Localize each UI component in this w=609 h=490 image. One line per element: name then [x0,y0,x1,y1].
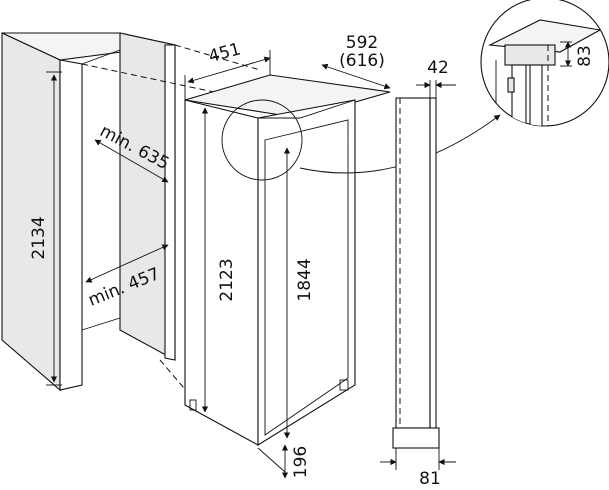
dim-door-panel-offset: 42 [416,58,456,100]
projection-line-top [81,63,229,96]
door-panel-offset-label: 42 [427,58,449,78]
appliance-depth-label: 592 [346,33,378,53]
niche-inner-top-line [81,49,121,65]
appliance-foot-left [189,399,197,411]
niche-right-front-edge [164,44,176,361]
niche-width-arrow [85,244,169,283]
door-panel-outer [395,97,437,429]
niche-left-front-edge [59,59,83,391]
dim-base-gap: 196 [257,444,311,479]
door-height-label: 1844 [295,258,315,301]
top-detail-label: 83 [575,45,595,67]
niche-cabinet [1,32,176,392]
zoom-door-edge [511,64,527,126]
appliance-front-door [257,99,356,446]
appliance-top-lip [258,99,356,119]
dim-door-bottom-offset: 81 [380,448,456,489]
appliance-depth-open-label: (616) [339,51,385,71]
appliance-body [184,74,391,446]
appliance-width-arrow [187,56,271,84]
zoom-hinge-part [507,77,515,93]
niche-inner-bottom-line [81,317,121,331]
zoom-panel-edge [529,64,543,126]
niche-depth-arrow [94,139,169,183]
projection-line-bottom [159,359,191,396]
appliance-height-label: 2123 [217,258,237,301]
dim-appliance-depth: 592 (616) [321,33,391,90]
dim-door-height: 1844 [283,147,315,439]
detail-circle [221,99,303,181]
base-gap-line [257,447,286,473]
niche-height-label: 2134 [29,216,49,259]
door-inner-frame [264,119,349,436]
door-panel-side [392,97,440,449]
niche-left-panel [1,32,61,392]
appliance-depth-arrow [321,63,391,90]
appliance-foot-right [339,379,349,391]
dim-niche-height: 2134 [29,71,62,386]
detail-zoom: 83 [480,0,609,127]
door-panel-base [392,427,440,449]
door-bottom-offset-label: 81 [419,469,441,489]
dim-appliance-height: 2123 [201,107,237,413]
base-gap-label: 196 [291,446,311,478]
